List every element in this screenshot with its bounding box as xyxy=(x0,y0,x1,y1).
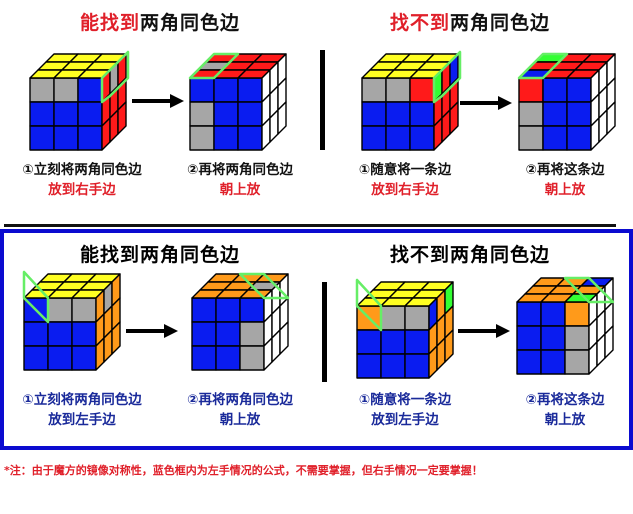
title-cannot-find-left: 找不到两角同色边 xyxy=(389,244,550,266)
title-rest: 两角同色边 xyxy=(450,12,551,34)
arrow-right-icon xyxy=(458,324,510,338)
caption-bottom-right-step1: ①随意将一条边 放到左手边 xyxy=(340,390,470,430)
caption-top-left-step1: ①立刻将两角同色边 放到右手边 xyxy=(2,160,162,200)
caption-line1: ①随意将一条边 xyxy=(358,162,452,178)
title-highlight: 找不到 xyxy=(389,12,450,34)
cube-top-left-step1 xyxy=(29,50,130,151)
arrow-right-icon xyxy=(132,94,184,108)
caption-top-right-step1: ①随意将一条边 放到右手边 xyxy=(340,160,470,200)
caption-line2: 放到右手边 xyxy=(371,182,439,198)
caption-line1: ①随意将一条边 xyxy=(358,392,452,408)
caption-line2: 朝上放 xyxy=(544,182,586,198)
caption-line1: ①立刻将两角同色边 xyxy=(22,392,142,408)
left-hand-case-box xyxy=(0,229,633,450)
caption-line2: 放到右手边 xyxy=(48,182,116,198)
caption-line1: ②再将这条边 xyxy=(525,162,605,178)
cube-bottom-left-step2 xyxy=(191,272,290,371)
caption-bottom-left-step1: ①立刻将两角同色边 放到左手边 xyxy=(2,390,162,430)
caption-line1: ②再将两角同色边 xyxy=(187,392,293,408)
cube-bottom-right-step2 xyxy=(516,276,615,375)
caption-line2: 朝上放 xyxy=(219,412,261,428)
title-cannot-find-right: 找不到两角同色边 xyxy=(370,8,570,35)
title-can-find-right: 能找到两角同色边 xyxy=(60,8,260,35)
cube-bottom-left-step1 xyxy=(22,270,121,371)
title-highlight: 能找到 xyxy=(79,12,140,34)
vertical-divider xyxy=(320,50,325,150)
caption-top-left-step2: ②再将两角同色边 朝上放 xyxy=(165,160,315,200)
caption-line1: ②再将两角同色边 xyxy=(187,162,293,178)
caption-line1: ①立刻将两角同色边 xyxy=(22,162,142,178)
cube-top-right-step1 xyxy=(361,50,462,151)
title-can-find-left: 能找到两角同色边 xyxy=(79,244,240,266)
caption-top-right-step2: ②再将这条边 朝上放 xyxy=(505,160,625,200)
arrow-right-icon xyxy=(460,96,512,110)
footnote: *注：由于魔方的镜像对称性，蓝色框内为左手情况的公式，不需要掌握，但右手情况一定… xyxy=(4,464,483,477)
horizontal-divider xyxy=(4,224,616,227)
title-rest: 两角同色边 xyxy=(140,12,241,34)
caption-line2: 朝上放 xyxy=(219,182,261,198)
caption-line2: 朝上放 xyxy=(544,412,586,428)
cube-top-right-step2 xyxy=(517,52,616,151)
caption-bottom-right-step2: ②再将这条边 朝上放 xyxy=(505,390,625,430)
vertical-divider xyxy=(322,282,327,382)
caption-line2: 放到左手边 xyxy=(48,412,116,428)
caption-line2: 放到左手边 xyxy=(371,412,439,428)
cube-top-left-step2 xyxy=(188,52,287,151)
cube-bottom-right-step1 xyxy=(355,278,454,379)
caption-line1: ②再将这条边 xyxy=(525,392,605,408)
caption-bottom-left-step2: ②再将两角同色边 朝上放 xyxy=(165,390,315,430)
arrow-right-icon xyxy=(126,324,178,338)
